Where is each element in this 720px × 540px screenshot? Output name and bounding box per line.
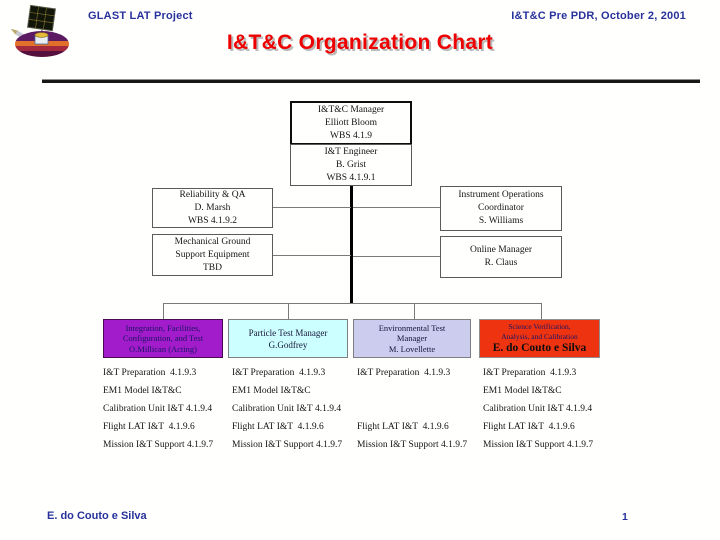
box-line: Manager xyxy=(396,333,428,344)
box-line: Integration, Facilities, xyxy=(125,322,201,333)
connector-stub-integration xyxy=(163,303,164,319)
connector-online xyxy=(353,256,440,257)
box-online-manager: Online Manager R. Claus xyxy=(440,236,562,278)
box-it-engineer: I&T Engineer B. Grist WBS 4.1.9.1 xyxy=(290,144,412,186)
task-item: I&T Preparation 4.1.9.3 xyxy=(103,368,197,378)
project-label: GLAST LAT Project xyxy=(88,10,193,22)
slide-title: I&T&C Organization Chart xyxy=(226,31,494,54)
connector-stub-particle xyxy=(288,303,289,319)
box-line: Configuration, and Test xyxy=(122,333,204,344)
box-line: M. Lovellette xyxy=(388,343,436,354)
box-line: G.Godfrey xyxy=(268,339,308,350)
task-item: EM1 Model I&T&C xyxy=(483,386,562,396)
box-line: Environmental Test xyxy=(378,322,446,333)
task-item: Flight LAT I&T 4.1.9.6 xyxy=(357,422,449,432)
task-item: Flight LAT I&T 4.1.9.6 xyxy=(483,422,575,432)
task-item: Mission I&T Support 4.1.9.7 xyxy=(357,440,468,450)
task-item xyxy=(357,404,484,422)
task-item: Mission I&T Support 4.1.9.7 xyxy=(483,440,594,450)
task-item: EM1 Model I&T&C xyxy=(103,386,182,396)
box-line: Science Verification, xyxy=(508,322,571,331)
task-item: Mission I&T Support 4.1.9.7 xyxy=(232,440,343,450)
box-line: Particle Test Manager xyxy=(248,327,328,338)
box-line: B. Grist xyxy=(335,159,367,170)
connector-main-vertical xyxy=(350,186,353,304)
box-line: Instrument Operations xyxy=(458,190,544,200)
header-divider-rule xyxy=(42,79,700,83)
box-line: Elliott Bloom xyxy=(325,117,377,128)
task-item: Calibration Unit I&T 4.1.9.4 xyxy=(103,404,213,414)
connector-stub-environmental xyxy=(414,303,415,319)
task-item: I&T Preparation 4.1.9.3 xyxy=(232,368,326,378)
box-integration-facilities: Integration, Facilities, Configuration, … xyxy=(103,319,223,358)
task-list-environmental: I&T Preparation 4.1.9.3 Flight LAT I&T 4… xyxy=(357,368,484,458)
task-list-integration: I&T Preparation 4.1.9.3 EM1 Model I&T&C … xyxy=(103,368,230,458)
connector-stub-science xyxy=(541,303,542,319)
task-list-particle: I&T Preparation 4.1.9.3 EM1 Model I&T&C … xyxy=(232,368,359,458)
box-science-verification: Science Verification, Analysis, and Cali… xyxy=(479,319,600,358)
connector-bottom-horizontal xyxy=(163,303,542,304)
task-list-science: I&T Preparation 4.1.9.3 EM1 Model I&T&C … xyxy=(483,368,610,458)
box-line: Support Equipment xyxy=(175,249,250,260)
task-item xyxy=(357,386,484,404)
box-line: WBS 4.1.9.2 xyxy=(187,215,238,226)
box-line: Reliability & QA xyxy=(179,189,246,200)
box-particle-test-manager: Particle Test Manager G.Godfrey xyxy=(228,319,348,358)
box-line: I&T Engineer xyxy=(324,146,378,157)
connector-mechanical xyxy=(273,255,351,256)
glast-satellite-logo-icon xyxy=(10,4,73,66)
box-line: WBS 4.1.9 xyxy=(330,130,372,141)
page-number: 1 xyxy=(622,511,628,523)
task-item: EM1 Model I&T&C xyxy=(232,386,311,396)
box-line: Coordinator xyxy=(478,203,524,213)
box-itc-manager: I&T&C Manager Elliott Bloom WBS 4.1.9 xyxy=(290,101,412,145)
box-line: WBS 4.1.9.1 xyxy=(326,172,376,183)
box-reliability-qa: Reliability & QA D. Marsh WBS 4.1.9.2 xyxy=(152,188,273,228)
connector-reliability xyxy=(273,207,351,208)
box-line: Analysis, and Calibration xyxy=(501,331,578,341)
footer-author: E. do Couto e Silva xyxy=(47,510,147,522)
box-instrument-operations: Instrument Operations Coordinator S. Wil… xyxy=(440,186,562,231)
task-item: I&T Preparation 4.1.9.3 xyxy=(357,368,451,378)
task-item: Mission I&T Support 4.1.9.7 xyxy=(103,440,214,450)
box-line: Mechanical Ground xyxy=(174,236,251,247)
box-line: O.Millican (Acting) xyxy=(129,343,197,354)
task-item: Flight LAT I&T 4.1.9.6 xyxy=(103,422,195,432)
science-lead-name: E. do Couto e Silva xyxy=(492,342,587,354)
task-item: Calibration Unit I&T 4.1.9.4 xyxy=(232,404,342,414)
box-environmental-test-manager: Environmental Test Manager M. Lovellette xyxy=(353,319,471,358)
box-line: Online Manager xyxy=(470,245,532,255)
box-line: R. Claus xyxy=(484,258,518,268)
box-line: S. Williams xyxy=(478,216,524,226)
box-line: TBD xyxy=(203,262,222,273)
box-line: D. Marsh xyxy=(194,202,231,213)
task-item: Calibration Unit I&T 4.1.9.4 xyxy=(483,404,593,414)
meeting-date-label: I&T&C Pre PDR, October 2, 2001 xyxy=(511,10,686,22)
box-mechanical-gse: Mechanical Ground Support Equipment TBD xyxy=(152,234,273,276)
connector-instrument xyxy=(353,207,440,208)
task-item: I&T Preparation 4.1.9.3 xyxy=(483,368,577,378)
task-item: Flight LAT I&T 4.1.9.6 xyxy=(232,422,324,432)
box-line: I&T&C Manager xyxy=(317,104,385,115)
